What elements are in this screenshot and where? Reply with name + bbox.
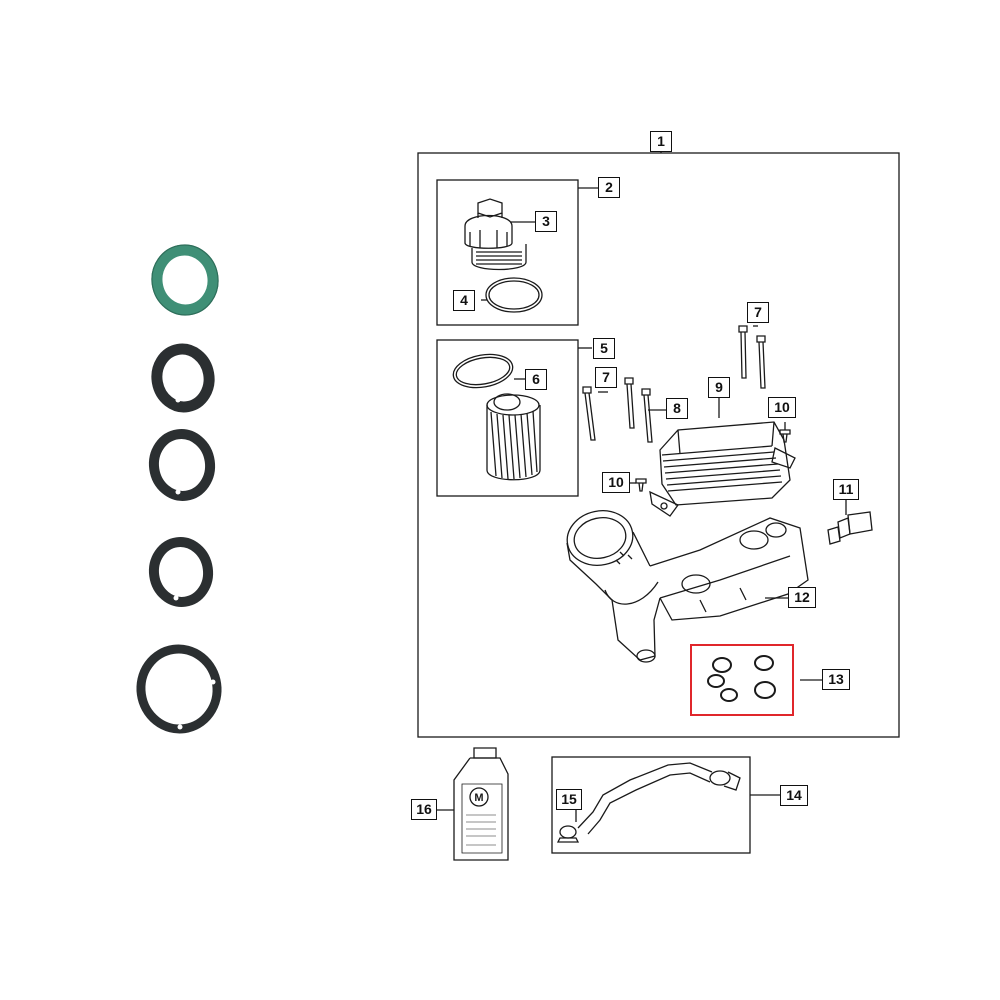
oil-filter-element-drawing bbox=[486, 393, 541, 481]
cap-frame-2 bbox=[436, 179, 579, 326]
callout-7b: 7 bbox=[595, 367, 617, 388]
callout-8: 8 bbox=[666, 398, 688, 419]
assembly-frame-1 bbox=[417, 152, 900, 738]
callout-5: 5 bbox=[593, 338, 615, 359]
callout-14: 14 bbox=[780, 785, 808, 806]
callout-2: 2 bbox=[598, 177, 620, 198]
callout-15: 15 bbox=[556, 789, 582, 810]
tube-frame-14 bbox=[551, 756, 751, 854]
bottle-logo-mark: M bbox=[474, 792, 483, 804]
black-seal-photo-1 bbox=[151, 343, 215, 413]
green-o-ring-photo bbox=[151, 244, 219, 316]
callout-13: 13 bbox=[822, 669, 850, 690]
callout-10a: 10 bbox=[768, 397, 796, 418]
callout-9: 9 bbox=[708, 377, 730, 398]
black-seal-photo-3 bbox=[148, 537, 214, 607]
screw-10a-drawing bbox=[779, 429, 791, 443]
callout-10b: 10 bbox=[602, 472, 630, 493]
callout-11: 11 bbox=[833, 479, 859, 500]
black-seal-photo-2 bbox=[148, 429, 216, 501]
gasket-kit-frame-13 bbox=[690, 644, 794, 716]
filter-frame-5 bbox=[436, 339, 579, 497]
black-seal-photo-4 bbox=[136, 644, 222, 734]
screw-10b-drawing bbox=[635, 478, 647, 492]
cap-o-ring-drawing bbox=[485, 277, 543, 313]
filter-o-ring-drawing bbox=[452, 353, 514, 389]
callout-3: 3 bbox=[535, 211, 557, 232]
callout-6: 6 bbox=[525, 369, 547, 390]
hose-clamp-drawing bbox=[556, 825, 580, 843]
callout-7a: 7 bbox=[747, 302, 769, 323]
oil-cooler-drawing bbox=[649, 421, 796, 517]
gasket-kit-drawing bbox=[707, 655, 776, 702]
oil-pressure-sensor-drawing bbox=[827, 511, 873, 545]
oil-bottle-drawing bbox=[453, 747, 509, 861]
drain-tube-drawing bbox=[577, 762, 741, 835]
oil-filter-housing-drawing bbox=[566, 510, 809, 663]
callout-4: 4 bbox=[453, 290, 475, 311]
callout-16: 16 bbox=[411, 799, 437, 820]
callout-12: 12 bbox=[788, 587, 816, 608]
bolts-drawing bbox=[582, 325, 766, 443]
callout-1: 1 bbox=[650, 131, 672, 152]
filter-cap-drawing bbox=[464, 198, 527, 271]
